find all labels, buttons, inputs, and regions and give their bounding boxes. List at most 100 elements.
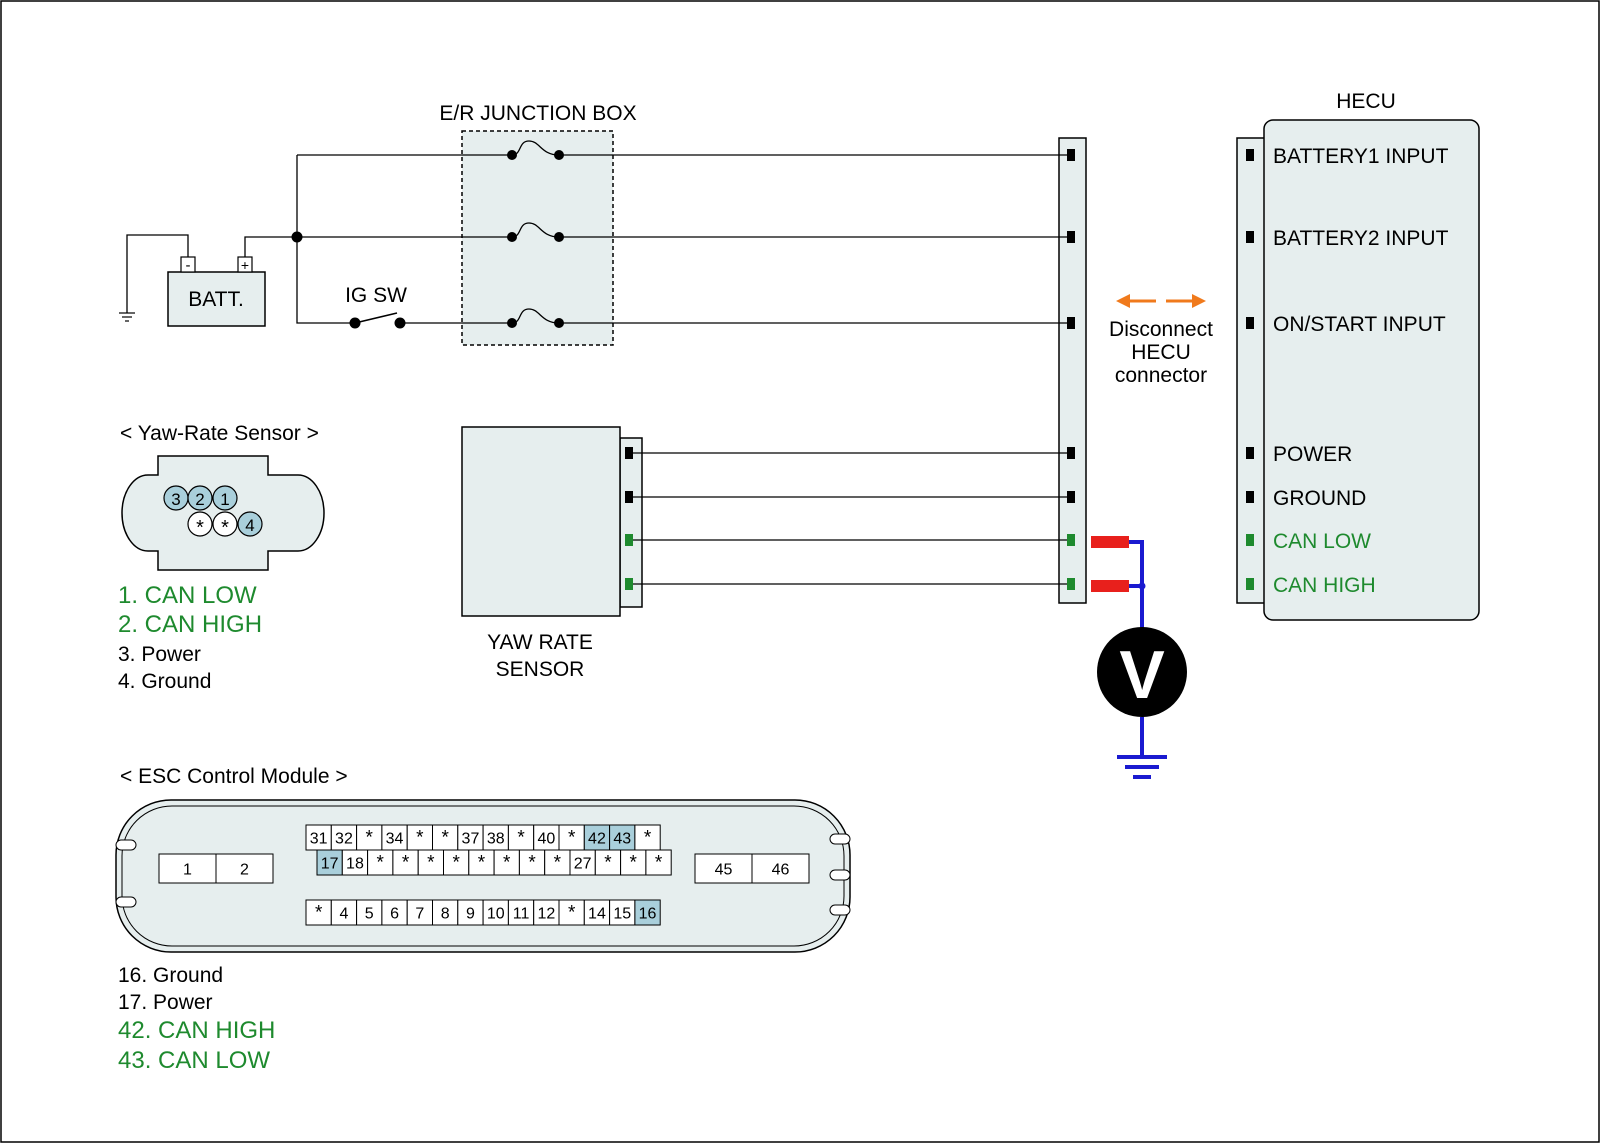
esc-pin-cell — [558, 899, 585, 926]
yaw-connector-pin — [212, 511, 238, 537]
harness-pin — [1067, 231, 1075, 243]
probe-can-low — [1091, 536, 1129, 548]
esc-pin-cell-label: 10 — [487, 906, 505, 923]
esc-pin-cell — [609, 899, 636, 926]
esc-pin-cell-label: 16 — [639, 906, 657, 923]
esc-pin-cell-label: 9 — [466, 906, 475, 923]
probe-junction-dot — [1138, 582, 1146, 590]
yaw-sensor-label-line1: YAW RATE — [487, 631, 593, 654]
yaw-connector-pin-label: * — [221, 517, 229, 539]
fuse-icon — [511, 308, 560, 324]
yaw-sensor-label-line2: SENSOR — [496, 658, 585, 681]
hecu-pin — [1246, 149, 1254, 161]
esc-pin-cell — [158, 853, 217, 884]
hecu-connector-body — [1236, 137, 1266, 604]
hecu-pin — [1246, 491, 1254, 503]
yaw-pin-legend-item: 4. Ground — [118, 670, 211, 693]
yaw-sensor-pin — [625, 534, 633, 546]
harness-pin — [1067, 149, 1075, 161]
esc-pin-cell-label: * — [630, 853, 638, 874]
yaw-pin-legend-item: 3. Power — [118, 643, 201, 666]
esc-pin-cell-label: * — [568, 828, 576, 849]
esc-pin-cell — [457, 824, 484, 851]
voltmeter-symbol: V — [1119, 637, 1164, 713]
hecu-title: HECU — [1336, 90, 1396, 113]
esc-pin-cell-label: 2 — [240, 862, 249, 879]
esc-pin-cell-label: 32 — [335, 831, 353, 848]
esc-connector-title: < ESC Control Module > — [120, 765, 348, 788]
battery-plus-sign: + — [241, 257, 249, 273]
hecu-pin — [1246, 447, 1254, 459]
esc-pin-cell-label: * — [644, 828, 652, 849]
junction-box — [461, 130, 614, 346]
fuse-icon — [511, 222, 560, 238]
esc-pin-cell — [330, 899, 358, 926]
esc-pin-legend-item: 16. Ground — [118, 964, 223, 987]
esc-pin-cell — [620, 849, 647, 876]
esc-pin-cell-label: 34 — [386, 831, 404, 848]
yaw-connector-pin — [237, 511, 263, 537]
esc-pin-cell-label: * — [416, 828, 424, 849]
esc-pin-cell-label: 40 — [537, 831, 555, 848]
esc-pin-cell-label: 8 — [441, 906, 450, 923]
esc-pin-cell-label: 15 — [613, 906, 631, 923]
harness-pin — [1067, 578, 1075, 590]
esc-pin-cell — [457, 899, 484, 926]
esc-pin-cell-label: * — [517, 828, 525, 849]
disconnect-note-line1: Disconnect — [1109, 318, 1213, 341]
esc-pin-cell-label: 6 — [390, 906, 399, 923]
esc-pin-cell-label: 27 — [574, 856, 592, 873]
yaw-connector-pin — [187, 511, 213, 537]
yaw-connector-pin-label: 2 — [195, 490, 204, 509]
yaw-sensor-pin — [625, 491, 633, 503]
esc-pin-cell — [367, 849, 394, 876]
yaw-connector-pin-label: 1 — [220, 490, 229, 509]
esc-pin-cell — [493, 849, 520, 876]
esc-pin-cell — [645, 849, 672, 876]
esc-pin-cell-label: * — [452, 853, 460, 874]
harness-pin — [1067, 317, 1075, 329]
esc-pin-cell-label: 12 — [537, 906, 555, 923]
disconnect-note-line3: connector — [1115, 364, 1207, 387]
hecu-pin-label: BATTERY2 INPUT — [1273, 227, 1449, 250]
yaw-connector-pin-label: * — [196, 517, 204, 539]
esc-pin-cell — [751, 853, 810, 884]
battery-body — [167, 271, 266, 327]
yaw-connector-pin-label: 4 — [245, 516, 254, 535]
esc-pin-cell-label: 37 — [462, 831, 480, 848]
fuse-terminal-dot — [507, 318, 517, 328]
hecu-pin — [1246, 534, 1254, 546]
yaw-connector-pin — [212, 485, 238, 511]
yaw-sensor-pin — [625, 578, 633, 590]
esc-pin-cell-label: * — [478, 853, 486, 874]
esc-pin-cell — [694, 853, 753, 884]
harness-pin — [1067, 491, 1075, 503]
esc-pin-cell — [381, 899, 408, 926]
esc-pin-cell-label: * — [503, 853, 511, 874]
battery: BATT. - + — [167, 256, 266, 327]
harness-connector — [1058, 137, 1087, 604]
esc-pin-cell-label: 17 — [321, 856, 339, 873]
esc-pin-cell-label: * — [441, 828, 449, 849]
esc-pin-cell-label: * — [402, 853, 410, 874]
signal-wires — [559, 149, 1075, 590]
esc-pin-cell — [392, 849, 419, 876]
esc-pin-cell-label: * — [655, 853, 663, 874]
fuse-icon — [511, 140, 560, 156]
battery-ground-wire — [126, 234, 189, 313]
esc-pin-cell-label: 38 — [487, 831, 505, 848]
harness-pin — [1067, 534, 1075, 546]
battery-minus-sign: - — [186, 257, 191, 274]
yaw-pin-legend-item: 1. CAN LOW — [118, 582, 257, 609]
esc-pin-cell — [316, 849, 343, 876]
esc-pin-cell — [507, 824, 535, 851]
esc-pin-cell-label: 43 — [613, 831, 631, 848]
esc-pin-cell — [533, 899, 560, 926]
fuse-terminal-dot — [507, 150, 517, 160]
battery-bus-wire — [296, 155, 355, 324]
test-probes — [1091, 536, 1146, 757]
